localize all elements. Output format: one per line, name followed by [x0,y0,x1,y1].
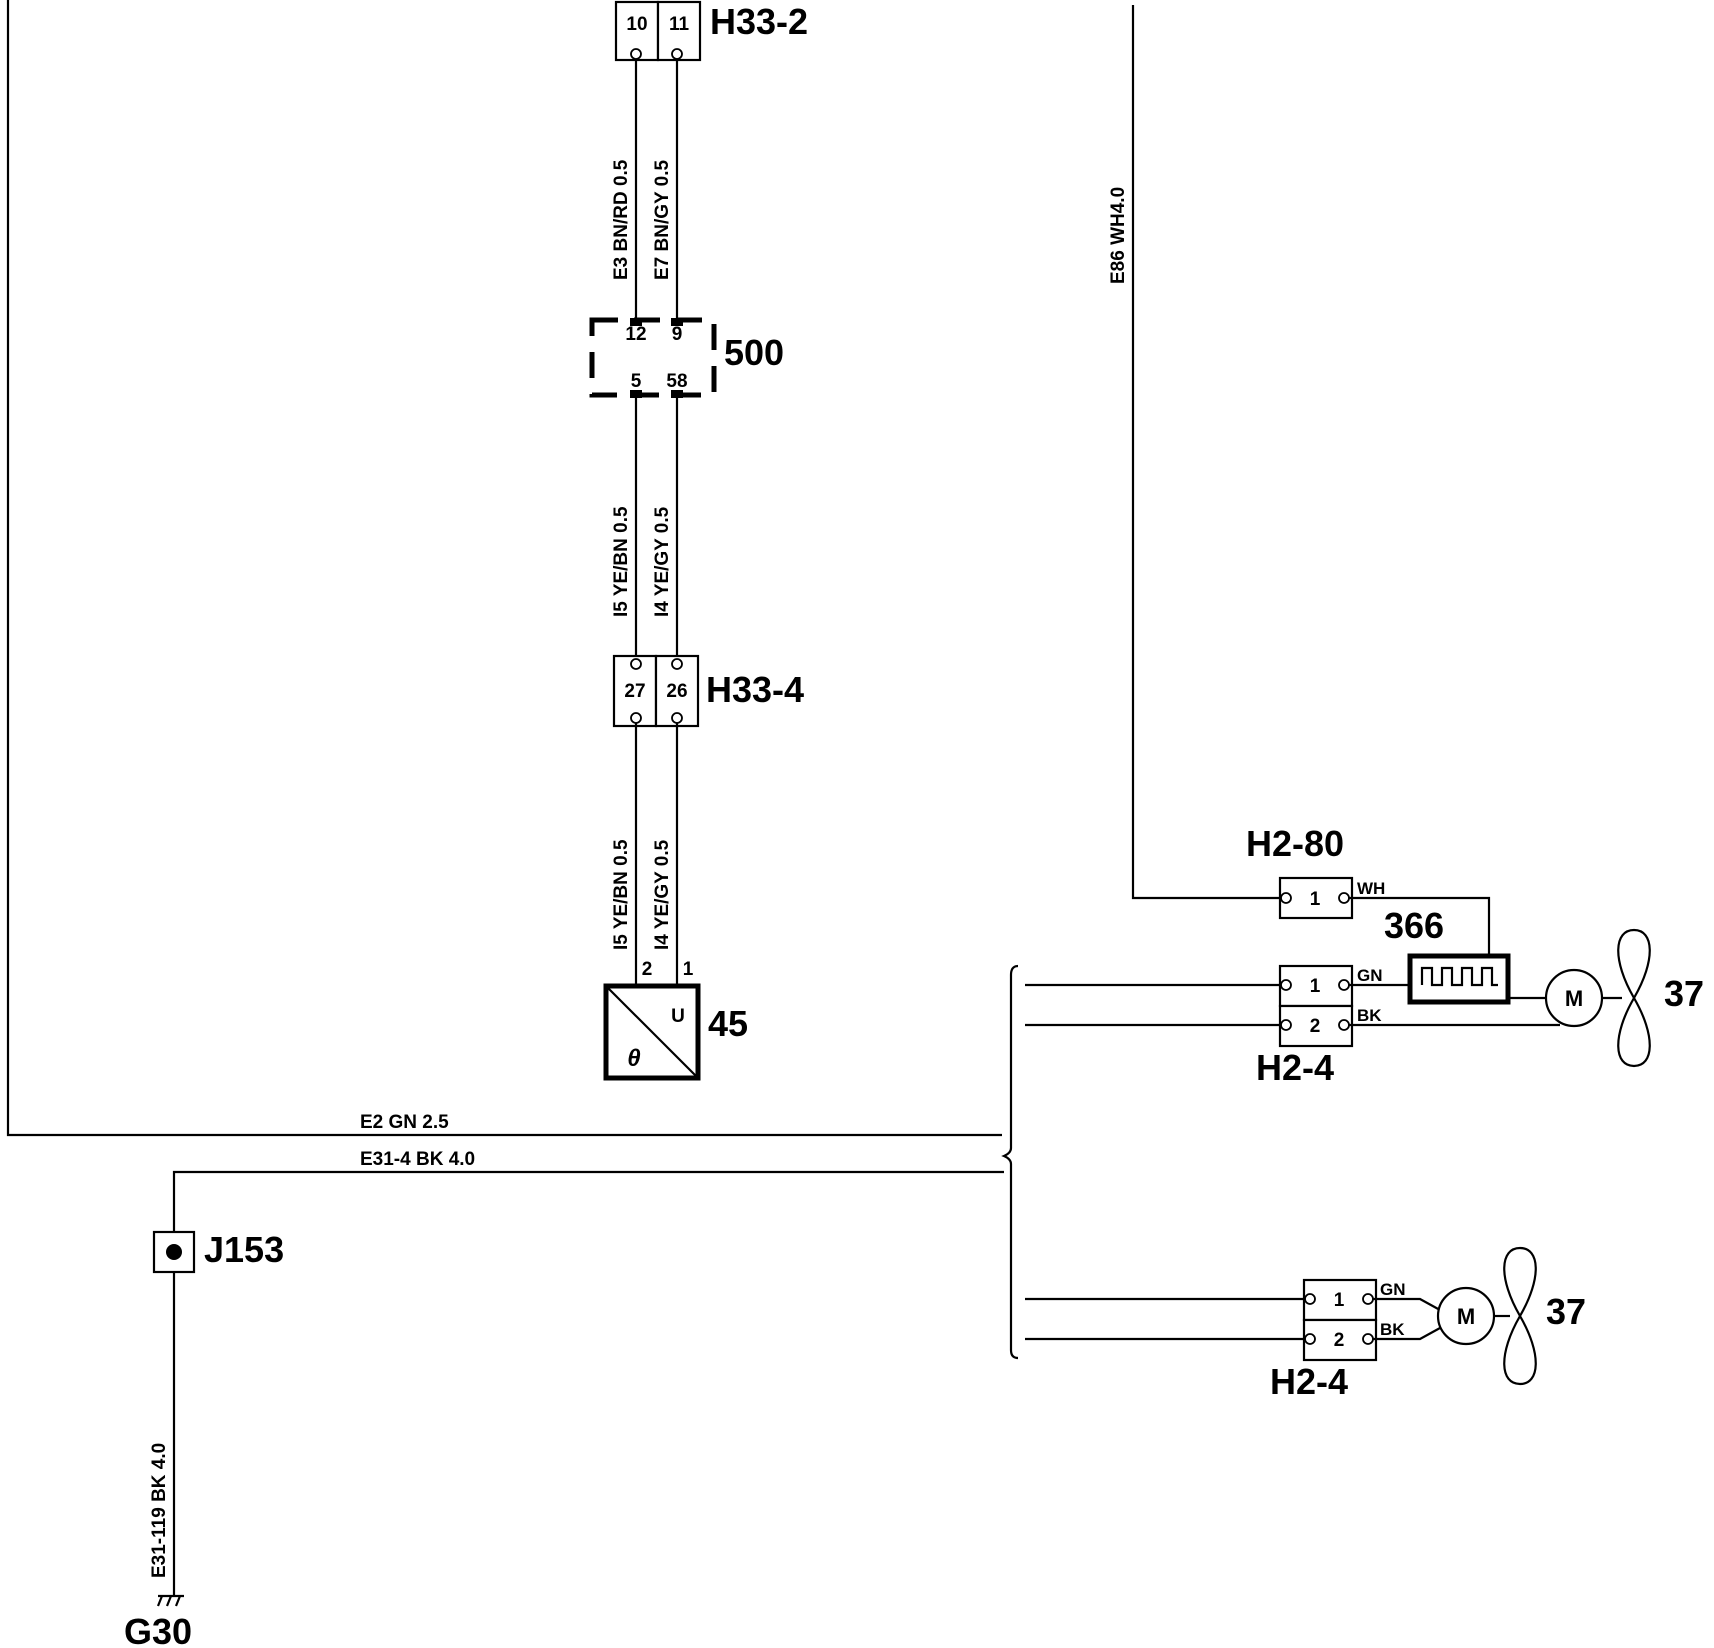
wire-label-bk-upper: BK [1357,1006,1382,1025]
wire-label-gn-upper: GN [1357,966,1383,985]
wire-label-e31-4: E31-4 BK 4.0 [360,1149,475,1170]
sensor-theta-symbol: θ [627,1045,640,1072]
label-fan-lower: 37 [1546,1291,1586,1332]
pin-h2-4l-1: 1 [1334,1290,1345,1311]
wire-label-e3: E3 BN/RD 0.5 [611,159,632,280]
pin-h2-4u-1: 1 [1310,976,1321,997]
label-45: 45 [708,1003,748,1044]
wire-label-i4-upper: I4 YE/GY 0.5 [652,506,673,617]
wire-e86-wh [1131,5,1281,900]
wire-label-i4-lower: I4 YE/GY 0.5 [652,839,673,950]
component-366: 366 [1384,905,1511,1005]
fan-motor-lower: M 37 [1436,1246,1586,1386]
wire-label-bk-lower: BK [1380,1320,1405,1339]
label-h2-4-lower: H2-4 [1270,1361,1348,1402]
branch-wires [1025,983,1306,1341]
label-h33-4: H33-4 [706,669,804,710]
fan-icon [1503,1246,1537,1386]
pin-500-12: 12 [625,324,646,345]
wire-label-i5-upper: I5 YE/BN 0.5 [611,506,632,617]
pin-h2-4l-2: 2 [1334,1330,1345,1351]
label-366: 366 [1384,905,1444,946]
wire-label-e31-119: E31-119 BK 4.0 [149,1443,170,1578]
pin-45-1: 1 [683,959,694,980]
wire-label-wh: WH [1357,879,1385,898]
label-h2-80: H2-80 [1246,823,1344,864]
junction-j153: J153 [152,1229,284,1274]
fan-icon [1617,928,1651,1068]
wire-label-e2: E2 GN 2.5 [360,1112,449,1133]
wire-e31-4-bk [172,1170,1004,1250]
connector-h2-4-upper: 1 2 H2-4 GN BK [1256,964,1383,1088]
wire-label-e86: E86 WH4.0 [1108,187,1129,284]
pin-h2-4u-2: 2 [1310,1016,1321,1037]
pin-500-9: 9 [672,324,683,345]
pin-h33-4-26: 26 [666,681,687,702]
pin-500-5: 5 [631,371,642,392]
wire-label-i5-lower: I5 YE/BN 0.5 [611,839,632,950]
pin-h2-80-1: 1 [1310,889,1321,910]
connector-h2-4-lower: 1 2 H2-4 GN BK [1270,1278,1406,1402]
pin-45-2: 2 [642,959,653,980]
label-fan-upper: 37 [1664,973,1704,1014]
fan-motor-upper: M 37 [1544,928,1704,1068]
connector-h2-80: 1 H2-80 WH [1246,823,1385,920]
label-h33-2: H33-2 [710,1,808,42]
ground-g30: G30 [124,1594,192,1648]
branch-bracket [1001,964,1019,1360]
wire-e2-gn [6,0,1002,1137]
label-500: 500 [724,332,784,373]
connector-h33-4: 27 26 H33-4 [612,654,804,728]
component-500: 12 9 5 58 500 [589,317,784,398]
pin-h33-4-27: 27 [624,681,645,702]
label-j153: J153 [204,1229,284,1270]
pin-500-58: 58 [666,371,687,392]
pin-h33-2-11: 11 [669,14,690,35]
feed-wires [6,0,1281,1596]
sensor-u-symbol: U [671,1006,685,1027]
pin-h33-2-10: 10 [626,14,647,35]
label-g30: G30 [124,1611,192,1648]
sensor-45: U θ 45 [603,983,748,1081]
motor-label-upper: M [1565,986,1583,1011]
label-h2-4-upper: H2-4 [1256,1047,1334,1088]
wire-label-e7: E7 BN/GY 0.5 [652,160,673,280]
connector-h33-2: 10 11 H33-2 [614,0,808,62]
motor-label-lower: M [1457,1304,1475,1329]
wire-label-gn-lower: GN [1380,1280,1406,1299]
wire-wh-to-366 [1349,896,1491,956]
